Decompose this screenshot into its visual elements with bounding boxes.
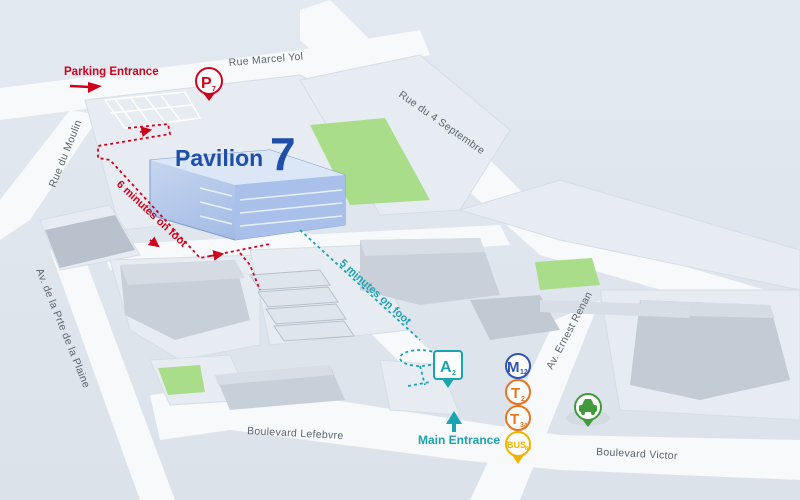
buildings: [45, 215, 790, 410]
street-boulevard-lefebvre: Boulevard Lefebvre: [247, 425, 344, 442]
tram-a2-pin-sub: 2: [452, 370, 456, 377]
main-entrance: Main Entrance: [418, 411, 500, 447]
parking-pin-sub: 7: [212, 86, 216, 93]
tram-a2-pin[interactable]: A 2: [433, 350, 463, 388]
bus-icon: BUS: [507, 440, 526, 450]
metro-pin-sub: 12: [520, 369, 528, 376]
taxi-icon: [579, 399, 597, 415]
green-area-west: [158, 365, 205, 395]
tram-icon: T: [511, 385, 520, 402]
taxi-pin[interactable]: [566, 393, 610, 427]
arrow-up-icon: [446, 411, 462, 424]
parking-lot: [103, 91, 202, 129]
street-boulevard-victor: Boulevard Victor: [596, 446, 678, 462]
tram-t2-pin-sub: 2: [521, 396, 525, 403]
pavilion-title-number: 7: [270, 128, 296, 180]
parking-entrance-label: Parking Entrance: [64, 66, 159, 78]
parking-pin[interactable]: P 7: [195, 67, 223, 101]
parking-icon: P: [201, 75, 212, 92]
metro-pin[interactable]: M 12: [505, 353, 531, 379]
tram-t2-pin[interactable]: T 2: [505, 379, 531, 405]
bus-pin[interactable]: BUS 80: [505, 431, 531, 464]
green-area-east: [535, 258, 600, 290]
metro-icon: M: [507, 359, 520, 376]
pavilion-7-building: [149, 149, 346, 241]
arrow-right-icon: [88, 82, 102, 93]
pavilion-title: Pavilion 7: [175, 128, 296, 180]
tram-t3a-pin-sub: 3a: [520, 422, 528, 429]
main-entrance-label: Main Entrance: [418, 433, 500, 447]
tram-icon: A: [440, 359, 452, 376]
tram-t3a-pin[interactable]: T 3a: [505, 405, 531, 431]
pavilion-title-name: Pavilion: [175, 145, 263, 171]
bus-pin-sub: 80: [525, 446, 531, 452]
tram-icon: T: [510, 411, 519, 428]
parking-entrance: Parking Entrance: [64, 66, 159, 93]
